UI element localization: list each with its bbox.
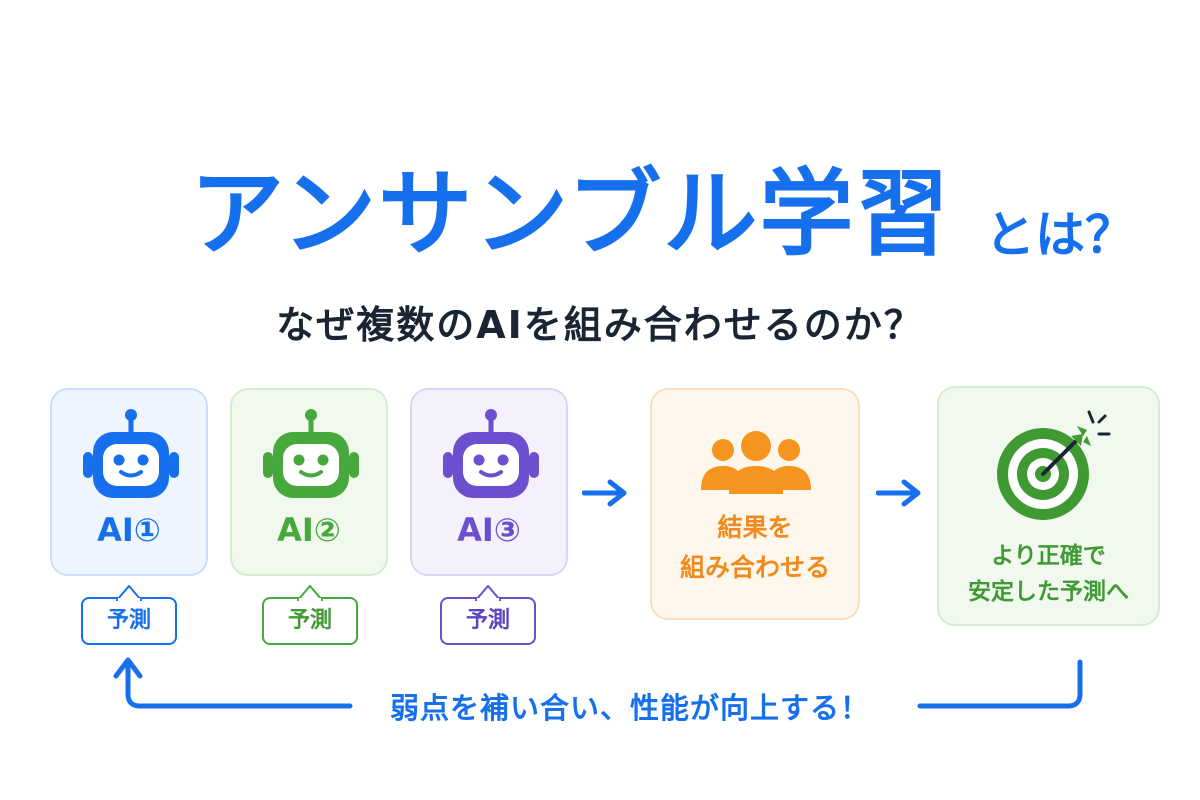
model-label-2: AI② bbox=[277, 511, 341, 549]
model-card-1: AI① bbox=[50, 388, 208, 576]
target-icon bbox=[997, 410, 1111, 520]
bubble-tail-icon bbox=[297, 585, 323, 601]
bubble-tail-icon bbox=[116, 585, 142, 601]
arrow-right-icon bbox=[876, 479, 921, 507]
combine-card: 結果を 組み合わせる bbox=[650, 388, 860, 620]
result-card: より正確で 安定した予測へ bbox=[937, 386, 1160, 626]
model-card-2: AI② bbox=[230, 388, 388, 576]
prediction-label-3: 予測 bbox=[465, 608, 510, 633]
combine-text: 結果を 組み合わせる bbox=[652, 508, 858, 588]
combine-line-1: 結果を bbox=[717, 513, 793, 542]
model-card-3: AI③ bbox=[410, 388, 568, 576]
model-label-1: AI① bbox=[97, 511, 161, 549]
title-area: アンサンブル学習 とは？ bbox=[0, 150, 1200, 280]
model-label-3: AI③ bbox=[457, 511, 521, 549]
robot-icon bbox=[443, 409, 539, 498]
result-text: より正確で 安定した予測へ bbox=[939, 538, 1158, 610]
feedback-text: 弱点を補い合い、性能が向上する！ bbox=[389, 691, 870, 725]
result-line-2: 安定した予測へ bbox=[968, 579, 1129, 605]
page-title-suffix: とは？ bbox=[985, 206, 1135, 264]
page-title: アンサンブル学習 bbox=[190, 160, 952, 269]
prediction-bubble-3: 予測 bbox=[440, 585, 536, 645]
result-line-1: より正確で bbox=[991, 543, 1106, 569]
arrow-right-icon bbox=[582, 479, 627, 507]
prediction-bubble-1: 予測 bbox=[81, 585, 177, 645]
robot-icon bbox=[263, 409, 359, 498]
page-subtitle: なぜ複数のAIを組み合わせるのか？ bbox=[276, 303, 924, 347]
combine-line-2: 組み合わせる bbox=[679, 553, 830, 582]
group-icon bbox=[701, 431, 811, 494]
prediction-label-2: 予測 bbox=[287, 608, 332, 633]
bubble-tail-icon bbox=[475, 585, 501, 601]
prediction-label-1: 予測 bbox=[106, 608, 151, 633]
prediction-bubble-2: 予測 bbox=[262, 585, 358, 645]
robot-icon bbox=[83, 409, 179, 498]
